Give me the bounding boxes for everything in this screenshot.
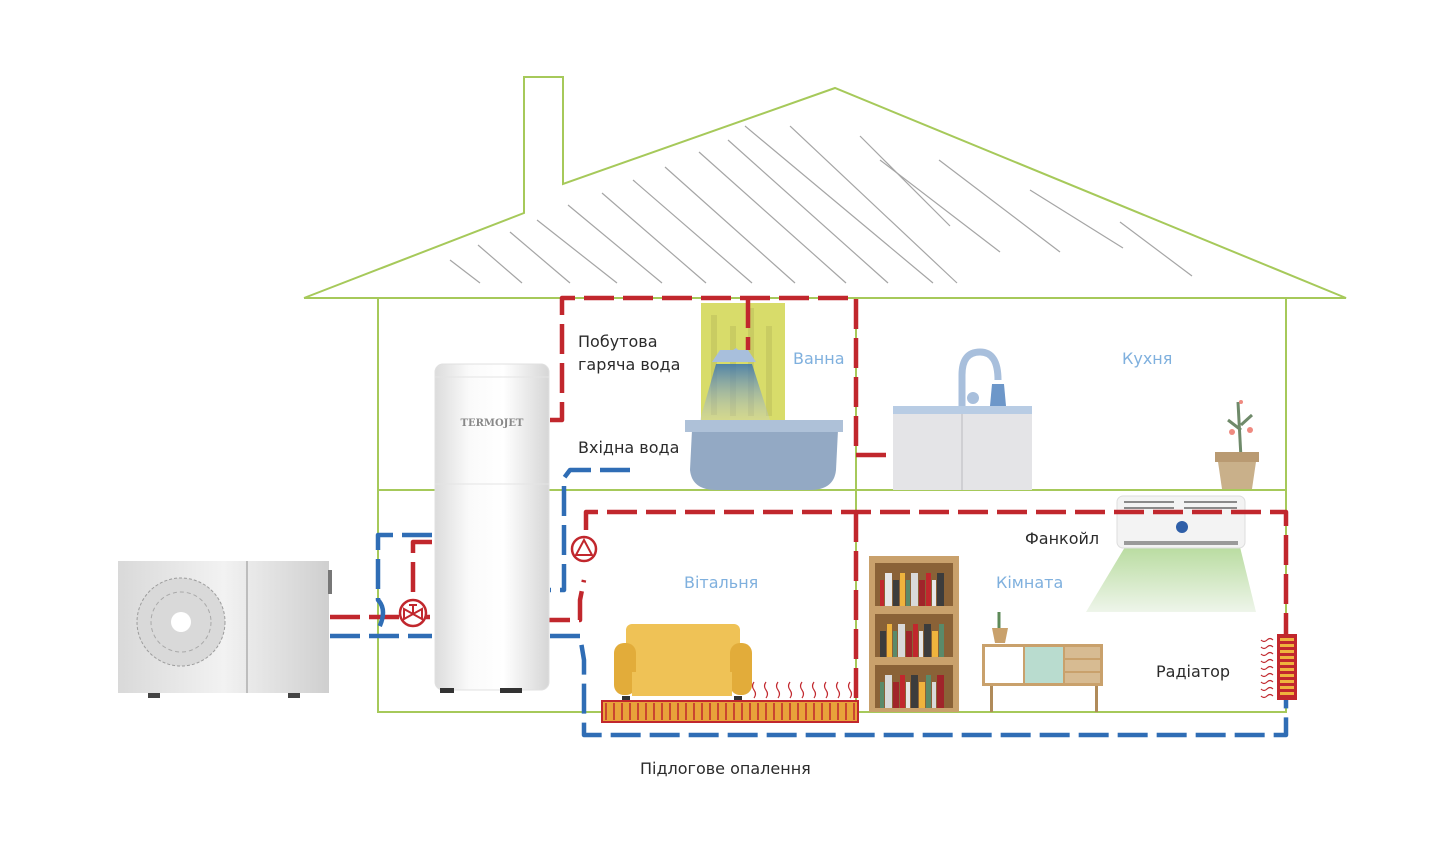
label-floor-heating: Підлогове опалення (640, 759, 811, 778)
label-living-room: Вітальня (684, 573, 758, 592)
roof-hatch-line (664, 166, 796, 284)
bathtub-icon (685, 420, 843, 490)
bookshelf-icon (869, 556, 959, 712)
roof-hatch-line (859, 135, 951, 227)
roof-hatch-line (1029, 189, 1124, 249)
sofa-icon (614, 624, 752, 702)
roof-hatch-line (789, 125, 958, 284)
roof-hatch-line (727, 139, 889, 284)
label-domestic-hot-water-2: гаряча вода (578, 355, 680, 374)
label-radiator: Радіатор (1156, 662, 1230, 681)
roof-hatch-line (509, 231, 571, 284)
roof-hatch-line (477, 244, 523, 284)
tank-brand-logo: TERMOJET (461, 418, 525, 429)
roof-hatch-line (1119, 221, 1193, 277)
kitchen-sink-icon (893, 348, 1032, 490)
roof-hatch-line (449, 259, 481, 284)
cold-water-pipes (330, 467, 1289, 738)
label-inlet-water: Вхідна вода (578, 438, 679, 457)
roof-hatching (449, 125, 1193, 284)
roof-hatch-line (601, 192, 707, 284)
three-way-valve-icon (398, 598, 428, 628)
label-fancoil: Фанкойл (1025, 529, 1099, 548)
label-kitchen: Кухня (1122, 349, 1172, 368)
brand-logo-icon (1176, 521, 1188, 533)
heat-pump-outdoor-unit (118, 561, 332, 698)
flower-pot-icon (1215, 400, 1259, 489)
circulation-pump-icon (570, 535, 598, 563)
floor-heating-icon (601, 681, 859, 723)
hot-water-tank: TERMOJET (434, 363, 550, 693)
roof-hatch-line (938, 159, 1061, 253)
roof-hatch-line (744, 125, 934, 284)
label-room: Кімната (996, 573, 1063, 592)
fancoil-unit-icon (1086, 495, 1256, 612)
label-bathroom: Ванна (793, 349, 845, 368)
roof-hatch-line (567, 204, 663, 284)
roof-hatch-line (698, 151, 847, 284)
roof-hatch-line (632, 179, 753, 284)
roof-hatch-line (879, 159, 1001, 253)
shower-area (700, 303, 785, 423)
label-domestic-hot-water-1: Побутова (578, 332, 658, 351)
sideboard-icon (982, 612, 1103, 712)
radiator-icon (1260, 634, 1297, 700)
house-roof (303, 76, 1347, 299)
roof-hatch-line (536, 219, 618, 284)
